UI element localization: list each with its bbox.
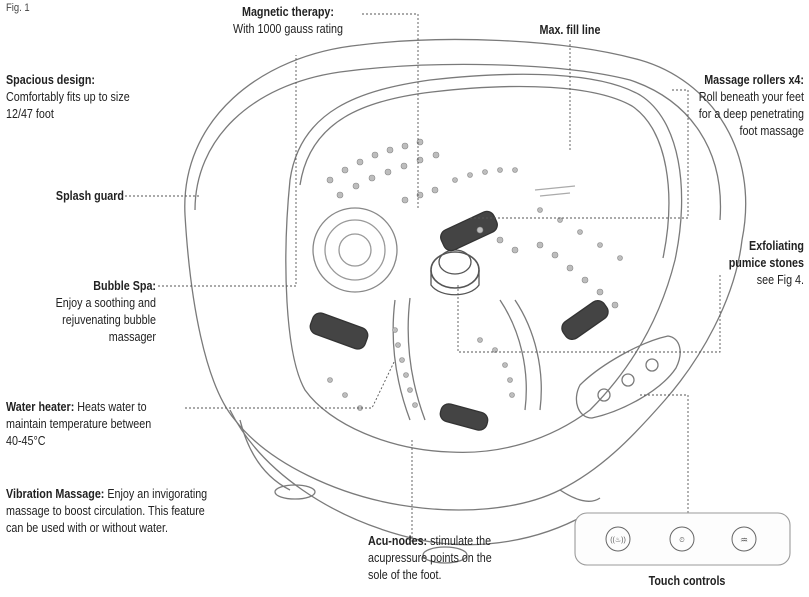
label-acu-nodes: Acu-nodes: stimulate the acupressure poi… xyxy=(368,533,531,584)
bubble-spa-line1: Enjoy a soothing and xyxy=(30,295,156,312)
acu-nodes-line1: stimulate the xyxy=(427,534,491,548)
touch-controls-title: Touch controls xyxy=(649,574,726,588)
exfoliating-text: see Fig 4. xyxy=(672,272,804,289)
touch-control-panel-icon: ((♨)) ⏲ ♒ xyxy=(575,513,790,565)
tub-control-panel xyxy=(576,336,680,418)
label-splash-guard: Splash guard xyxy=(26,188,124,205)
bubble-spa-line3: massager xyxy=(30,329,156,346)
massage-rollers-title: Massage rollers x4: xyxy=(629,72,804,89)
bubble-spa-title: Bubble Spa: xyxy=(30,278,156,295)
label-water-heater: Water heater: Heats water to maintain te… xyxy=(6,399,204,450)
label-touch-controls: Touch controls xyxy=(623,573,752,590)
splash-guard-title: Splash guard xyxy=(56,189,124,203)
vibration-line1: Enjoy an invigorating xyxy=(104,487,207,501)
spacious-design-line1: Comfortably fits up to size xyxy=(6,89,195,106)
label-spacious-design: Spacious design: Comfortably fits up to … xyxy=(6,72,195,123)
vibration-line2: massage to boost circulation. This featu… xyxy=(6,503,281,520)
bubble-spa-line2: rejuvenating bubble xyxy=(30,312,156,329)
max-fill-line-title: Max. fill line xyxy=(540,23,601,37)
massage-rollers-line2: for a deep penetrating xyxy=(629,106,804,123)
vibration-title: Vibration Massage: xyxy=(6,487,104,501)
label-max-fill-line: Max. fill line xyxy=(510,22,630,39)
acu-nodes-line2: acupressure points on the xyxy=(368,550,531,567)
spacious-design-title: Spacious design: xyxy=(6,72,195,89)
svg-text:⏲: ⏲ xyxy=(679,537,685,544)
svg-text:((♨)): ((♨)) xyxy=(610,536,626,544)
massage-rollers-line1: Roll beneath your feet xyxy=(629,89,804,106)
spacious-design-line2: 12/47 foot xyxy=(6,106,195,123)
massage-rollers-line3: foot massage xyxy=(629,123,804,140)
acu-nodes-title: Acu-nodes: xyxy=(368,534,427,548)
exfoliating-title-line2: pumice stones xyxy=(672,255,804,272)
water-heater-line2: maintain temperature between xyxy=(6,416,204,433)
label-exfoliating-pumice: Exfoliating pumice stones see Fig 4. xyxy=(672,238,804,289)
label-bubble-spa: Bubble Spa: Enjoy a soothing and rejuven… xyxy=(30,278,156,346)
magnetic-therapy-text: With 1000 gauss rating xyxy=(202,21,374,38)
label-massage-rollers: Massage rollers x4: Roll beneath your fe… xyxy=(629,72,804,140)
water-heater-line1: Heats water to xyxy=(74,400,146,414)
svg-text:♒: ♒ xyxy=(740,536,748,546)
water-heater-title: Water heater: xyxy=(6,400,74,414)
exfoliating-title-line1: Exfoliating xyxy=(672,238,804,255)
label-magnetic-therapy: Magnetic therapy: With 1000 gauss rating xyxy=(202,4,374,38)
label-vibration-massage: Vibration Massage: Enjoy an invigorating… xyxy=(6,486,281,537)
acu-nodes-line3: sole of the foot. xyxy=(368,567,531,584)
vibration-line3: can be used with or without water. xyxy=(6,520,281,537)
water-heater-line3: 40-45°C xyxy=(6,433,204,450)
magnetic-therapy-title: Magnetic therapy: xyxy=(202,4,374,21)
